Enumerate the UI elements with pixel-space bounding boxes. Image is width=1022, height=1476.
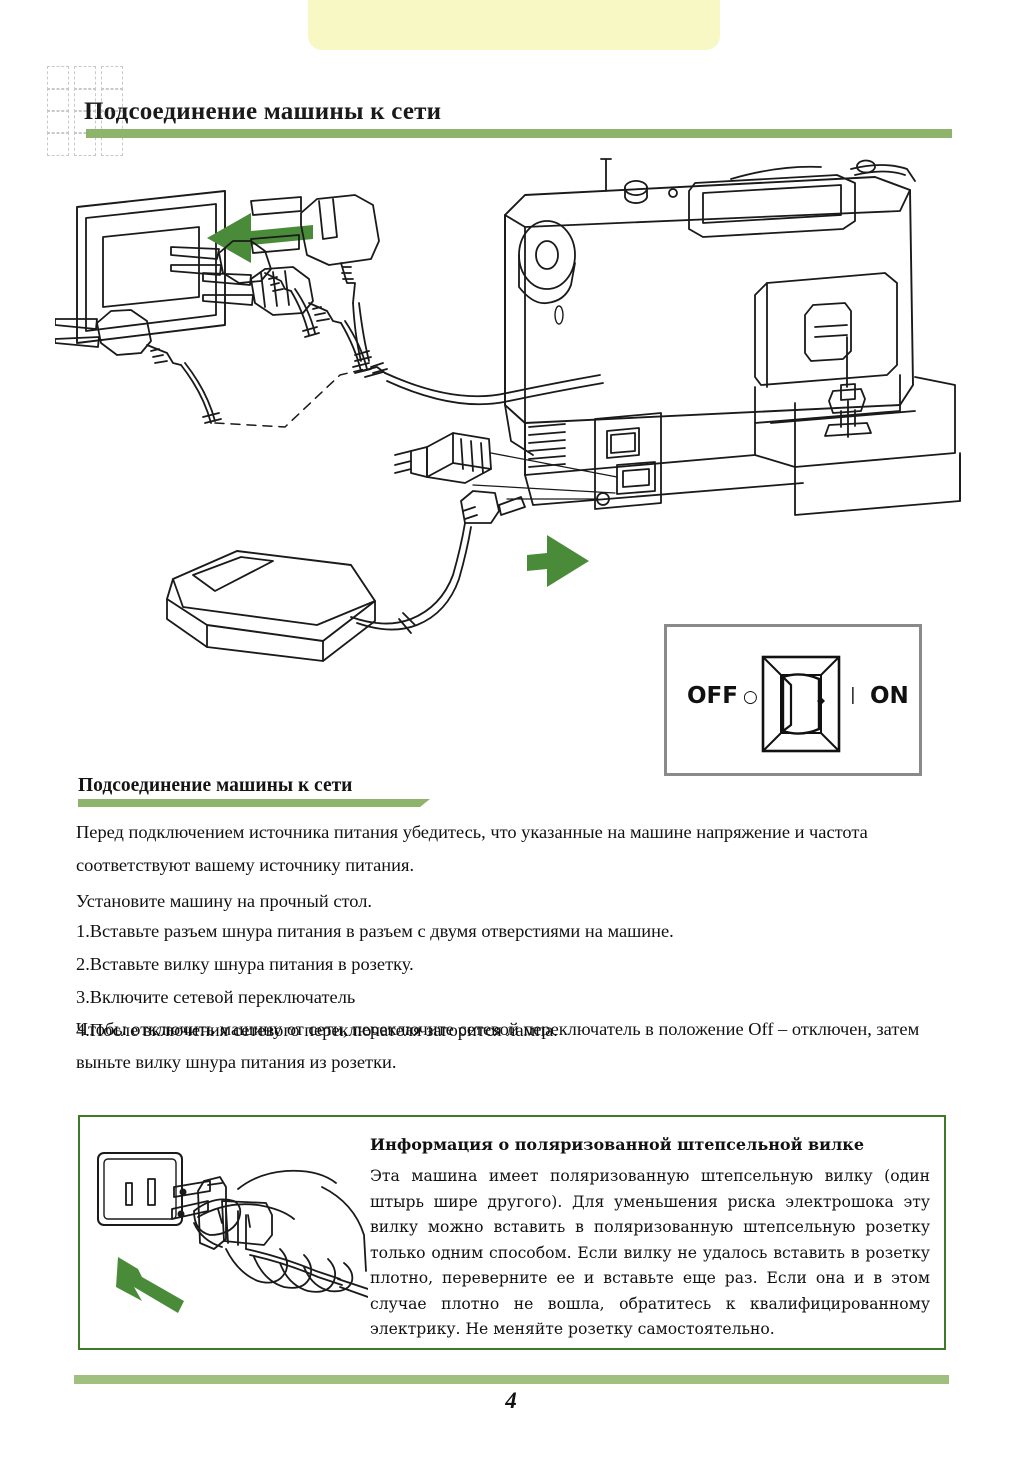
intro-paragraph: Перед подключением источника питания убе… [76, 822, 868, 875]
page-header: Подсоединение машины к сети [72, 98, 952, 142]
turn-off-paragraph: Чтобы отключить машину от сети, переключ… [76, 1019, 920, 1072]
page-number: 4 [505, 1388, 517, 1413]
info-box-text: Информация о поляризованной штепсельной … [370, 1135, 930, 1343]
decorative-grid-ornament [47, 66, 125, 156]
switch-off-label: OFF [687, 683, 738, 709]
info-box-body: Эта машина имеет поляризованную штепсель… [370, 1167, 930, 1338]
page-title-rule [86, 129, 952, 138]
switch-on-symbol-icon: | [850, 685, 856, 705]
section-heading-underline [78, 799, 430, 807]
step-item: 2.Вставьте вилку шнура питания в розетку… [76, 954, 414, 974]
step-item: 1.Вставьте разъем шнура питания в разъем… [76, 921, 674, 941]
steps-list: 1.Вставьте разъем шнура питания в разъем… [76, 915, 956, 1047]
power-connection-illustration [55, 155, 970, 785]
footer-rule [74, 1375, 949, 1384]
rocker-switch-icon [761, 655, 841, 753]
step-item: 4.После включения сетевого переключателя… [76, 1020, 558, 1040]
switch-on-label: ON [870, 683, 909, 709]
switch-off-symbol-icon: ○ [743, 687, 758, 707]
power-switch-diagram: OFF ○ | ON [664, 624, 922, 776]
polarized-plug-illustration [86, 1131, 369, 1337]
info-box-title: Информация о поляризованной штепсельной … [370, 1135, 865, 1154]
place-machine-paragraph: Установите машину на прочный стол. [76, 891, 372, 911]
section-heading: Подсоединение машины к сети [78, 775, 498, 809]
section-heading-text: Подсоединение машины к сети [78, 775, 353, 796]
polarized-plug-info-box: Информация о поляризованной штепсельной … [78, 1115, 946, 1350]
top-banner-tab [308, 0, 720, 50]
page-title: Подсоединение машины к сети [84, 98, 442, 125]
step-item: 3.Включите сетевой переключатель [76, 987, 356, 1007]
